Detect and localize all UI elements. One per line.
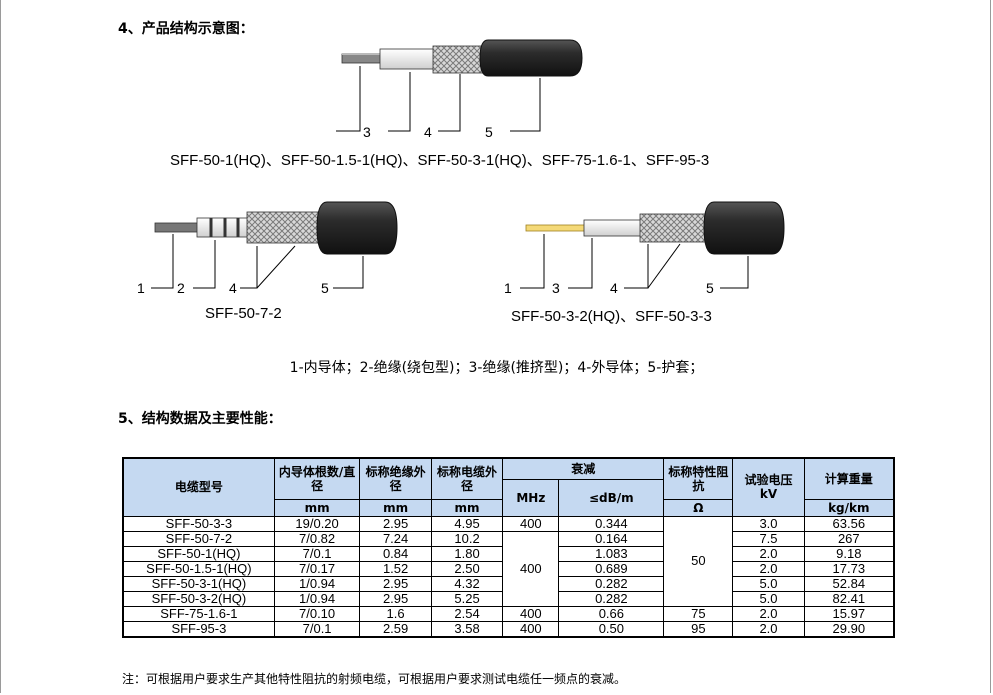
spec-table: 电缆型号 内导体根数/直径 标称绝缘外径 标称电缆外径 衰减 标称特性阻抗 试验… [122, 457, 895, 638]
fig3-label-1: 1 [504, 280, 512, 296]
fig1-label-4: 4 [424, 124, 432, 140]
inner-conductor [154, 222, 200, 233]
inner-conductor [341, 53, 383, 64]
unit-insulation: mm [359, 498, 432, 517]
header-insulation: 标称绝缘外径 [359, 457, 432, 500]
section-5-title: 5、结构数据及主要性能： [118, 411, 282, 427]
header-weight: 计算重量 [803, 457, 895, 500]
jacket [479, 39, 583, 77]
component-legend: 1-内导体；2-绝缘(绕包型)；3-绝缘(推挤型)；4-外导体；5-护套； [289, 360, 704, 376]
table-note: 注：可根据用户要求生产其他特性阻抗的射频电缆，可根据用户要求测试电缆任一频点的衰… [122, 672, 627, 686]
header-frequency: MHz [502, 478, 560, 517]
fig3-label-5: 5 [706, 280, 714, 296]
unit-weight: kg/km [803, 498, 895, 517]
fig2-label-1: 1 [137, 280, 145, 296]
header-test-voltage: 试验电压 kV [732, 457, 805, 517]
fig3-label-4: 4 [610, 280, 618, 296]
header-model: 电缆型号 [122, 457, 275, 517]
fig2-label-4: 4 [229, 280, 237, 296]
inner-conductor [525, 224, 587, 232]
figure-2-cable-diagram: 1 2 4 5 [137, 201, 398, 296]
header-inner: 内导体根数/直径 [273, 457, 361, 500]
header-db-per-m: ≤dB/m [558, 478, 665, 517]
figure-2-caption: SFF-50-7-2 [205, 305, 282, 322]
section-4-title: 4、产品结构示意图： [118, 21, 254, 37]
merged-frequency: 400 [502, 530, 560, 607]
header-attenuation: 衰减 [502, 457, 665, 480]
figure-3-caption: SFF-50-3-2(HQ)、SFF-50-3-3 [511, 308, 712, 325]
merged-impedance: 50 [663, 515, 734, 607]
insulation [379, 48, 436, 70]
outer-conductor [432, 45, 489, 74]
figure-3-cable-diagram: 1 3 4 5 [504, 201, 785, 296]
unit-inner: mm [273, 498, 361, 517]
fig1-label-5: 5 [485, 124, 493, 140]
outer-conductor [246, 211, 328, 244]
fig3-label-3: 3 [552, 280, 560, 296]
figure-1-cable-diagram: 1 3 4 5 [336, 39, 583, 140]
jacket [703, 201, 785, 255]
extruded-insulation [583, 219, 643, 237]
unit-impedance: Ω [663, 498, 734, 517]
unit-cable: mm [430, 498, 504, 517]
wrapped-insulation [196, 217, 250, 238]
fig2-label-2: 2 [177, 280, 185, 296]
header-impedance: 标称特性阻抗 [663, 457, 734, 500]
fig2-label-5: 5 [321, 280, 329, 296]
jacket [316, 201, 398, 255]
figure-1-caption: SFF-50-1(HQ)、SFF-50-1.5-1(HQ)、SFF-50-3-1… [170, 152, 710, 169]
fig1-label-3: 3 [363, 124, 371, 140]
header-cable-od: 标称电缆外径 [430, 457, 504, 500]
